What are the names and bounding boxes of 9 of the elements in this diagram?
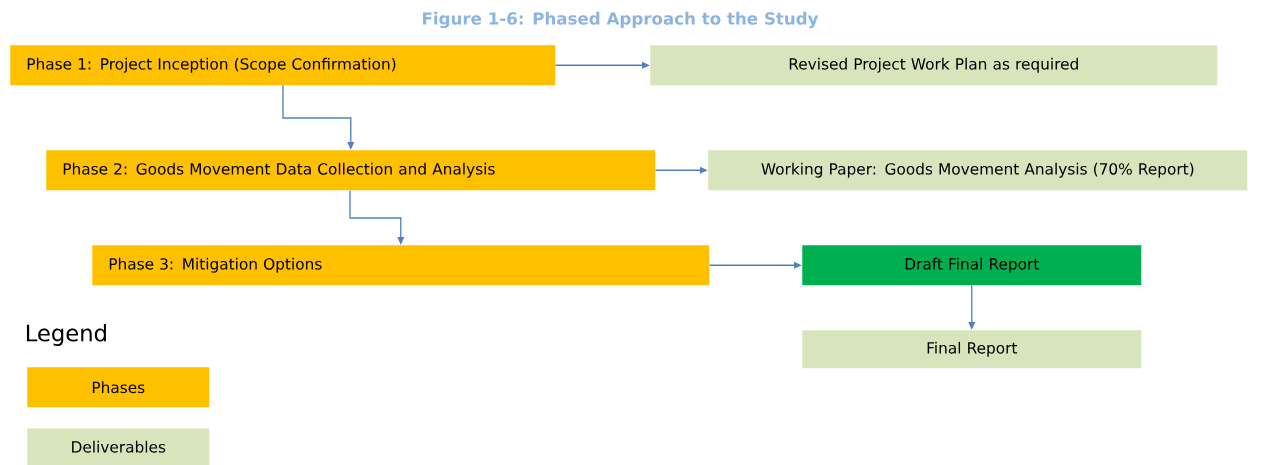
legend-heading: Legend — [26, 324, 106, 346]
deliverable-box: Revised Project Work Plan as required — [650, 45, 1218, 86]
phase-box: Phase 3: Mitigation Options — [92, 245, 710, 286]
deliverable-box: Working Paper: Goods Movement Analysis (70% Report) — [708, 150, 1248, 191]
deliverable-box: Final Report — [802, 330, 1142, 369]
deliverable-box: Draft Final Report — [802, 245, 1142, 286]
phase-box: Phase 2: Goods Movement Data Collection and Analysis — [46, 150, 656, 191]
phase-box: Phase 1: Project Inception (Scope Confirmation) — [10, 45, 556, 86]
figure-title: Figure 1-6: Phased Approach to the Study — [423, 11, 819, 29]
